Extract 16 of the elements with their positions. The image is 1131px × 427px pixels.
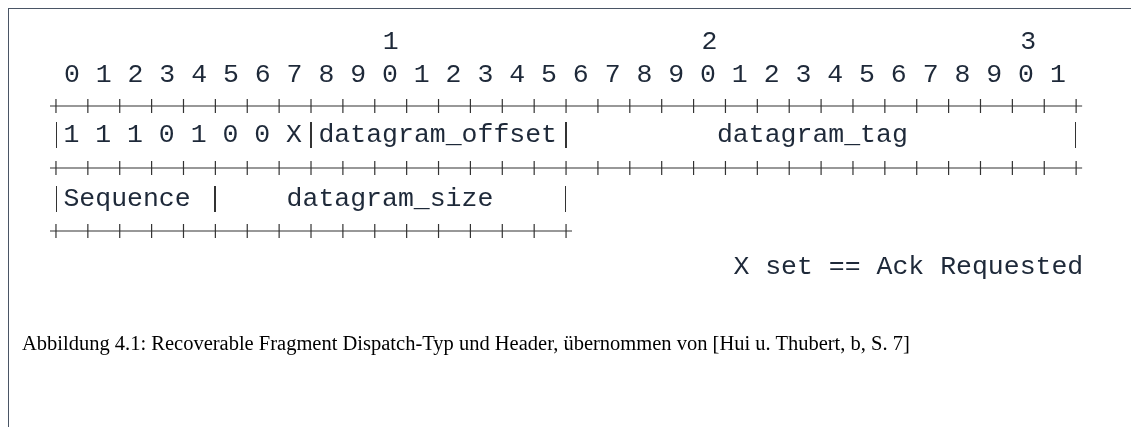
bit-number: 0 1 2 3 4 5 6 7 8 9 0 1 2 3 4 5 6 7 8 9 0 1 2 3 4 5 6 7 8 9 0 1: [63, 59, 1066, 91]
note-text: X set == Ack Requested: [733, 251, 1084, 283]
bit-number: 3: [1020, 26, 1037, 58]
header-field: [311, 122, 567, 148]
bit-number: 1: [382, 26, 399, 58]
field-name: 1 1 1 0 1 0 0 X: [63, 119, 302, 151]
field-name: datagram_size: [286, 183, 494, 215]
figure-caption: Abbildung 4.1: Recoverable Fragment Dispatch-Typ und Header, übernommen von [Hui u. Thubert, b, S. 7]: [22, 331, 911, 357]
bit-number: 2: [701, 26, 718, 58]
field-name: datagram_offset: [318, 119, 557, 151]
header-field: [566, 122, 1077, 148]
header-field: [55, 186, 216, 212]
field-name: Sequence: [63, 183, 191, 215]
header-field: [55, 122, 311, 148]
field-name: datagram_tag: [716, 119, 908, 151]
header-field: [215, 186, 567, 212]
